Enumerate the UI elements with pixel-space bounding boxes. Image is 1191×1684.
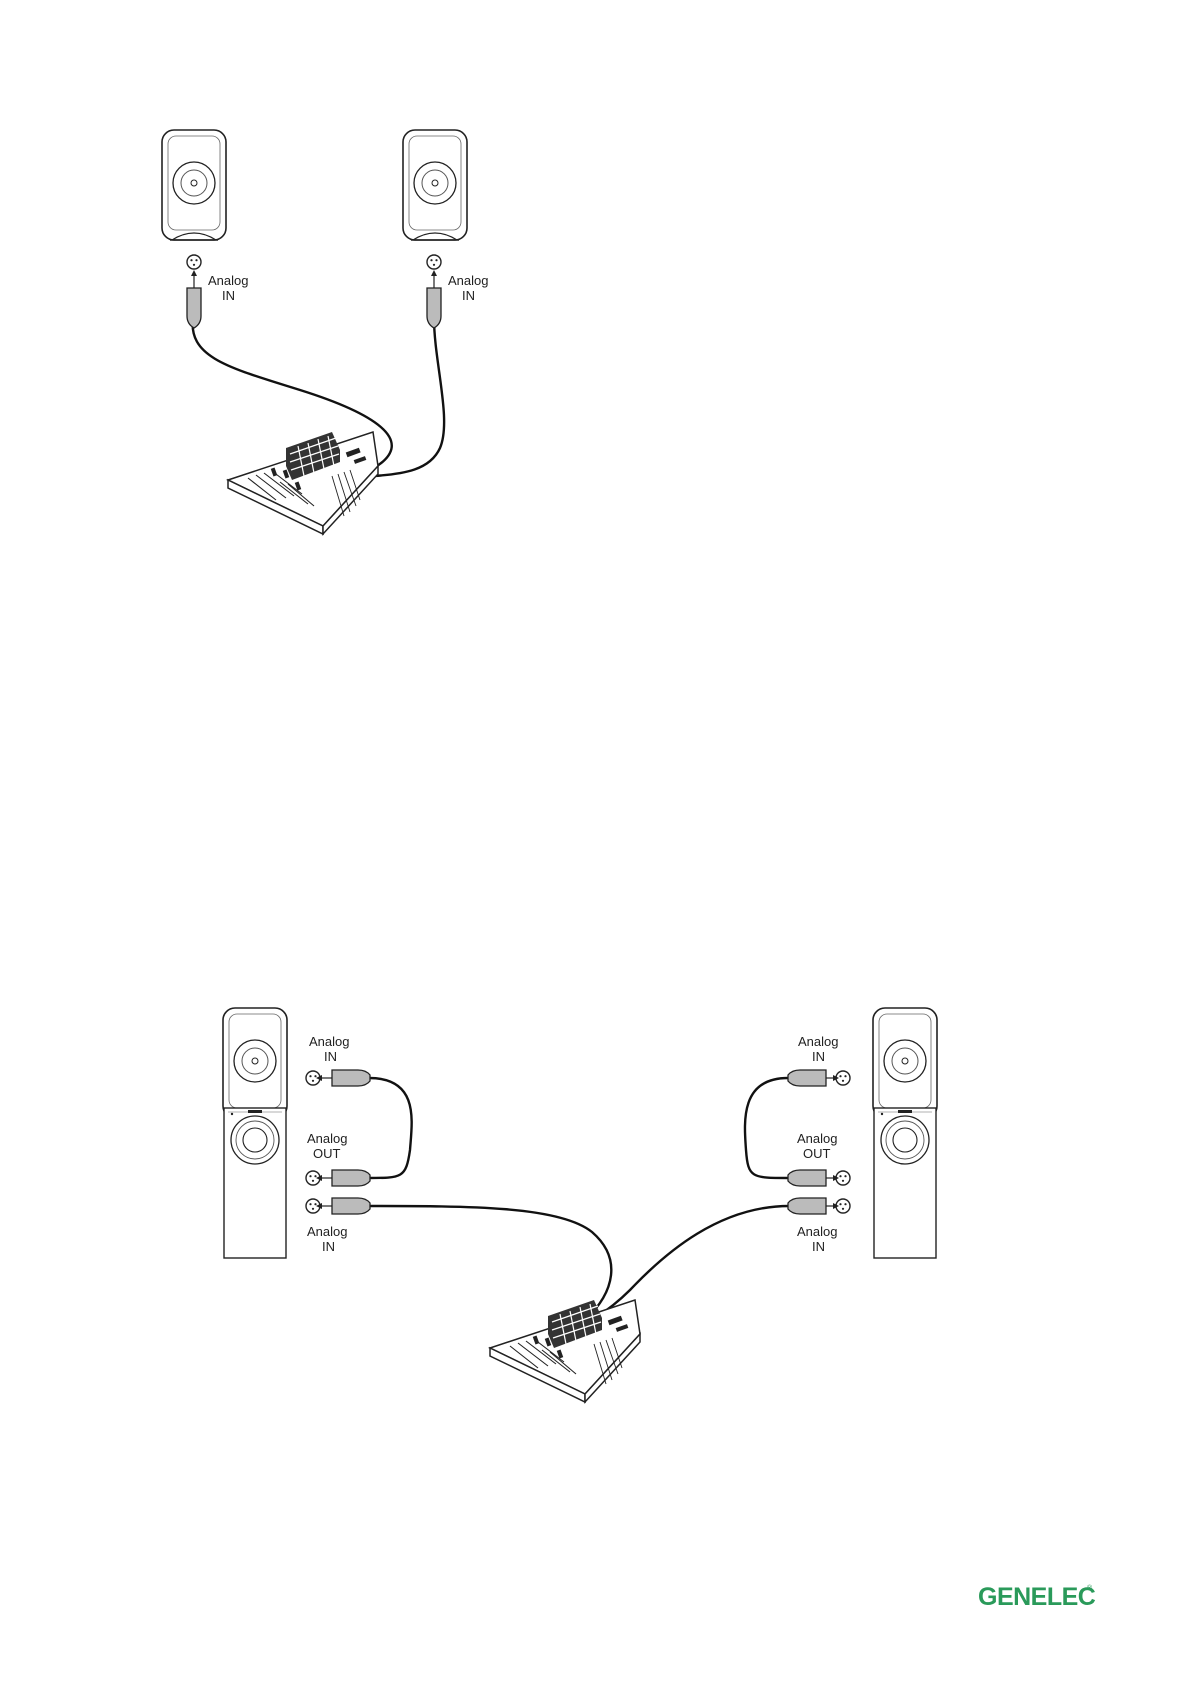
mixing-console: [228, 432, 378, 534]
xlr-socket-icon: [427, 255, 441, 269]
xlr-plug-icon: [427, 288, 441, 328]
cable-right-loop: [745, 1078, 789, 1178]
label-analog: Analog: [797, 1131, 837, 1146]
xlr-plug-icon: [187, 288, 201, 328]
label-analog: Analog: [208, 273, 248, 288]
diagram-stereo-pair: Analog IN Analog IN: [162, 130, 488, 534]
mixing-console: [490, 1300, 640, 1402]
cable-left-loop: [368, 1078, 412, 1178]
diagram-monitors-with-subwoofers: Analog IN Analog OUT Analog IN Analog IN…: [223, 1008, 937, 1402]
subwoofer-left: [224, 1108, 286, 1258]
label-analog: Analog: [448, 273, 488, 288]
subwoofer-right: [874, 1108, 936, 1258]
xlr-plug-icon: [332, 1198, 370, 1214]
label-in: IN: [462, 288, 475, 303]
monitor-left: [223, 1008, 287, 1118]
label-in: IN: [222, 288, 235, 303]
label-analog: Analog: [797, 1224, 837, 1239]
label-analog: Analog: [307, 1131, 347, 1146]
label-in: IN: [324, 1049, 337, 1064]
monitor-left: [162, 130, 226, 240]
brand-name: GENELEC: [978, 1583, 1096, 1611]
label-out: OUT: [803, 1146, 831, 1161]
label-in: IN: [812, 1239, 825, 1254]
label-analog: Analog: [307, 1224, 347, 1239]
xlr-plug-icon: [788, 1070, 826, 1086]
label-in: IN: [322, 1239, 335, 1254]
label-analog: Analog: [798, 1034, 838, 1049]
label-in: IN: [812, 1049, 825, 1064]
label-analog: Analog: [309, 1034, 349, 1049]
xlr-plug-icon: [332, 1070, 370, 1086]
label-out: OUT: [313, 1146, 341, 1161]
xlr-plug-icon: [788, 1198, 826, 1214]
xlr-plug-icon: [332, 1170, 370, 1186]
monitor-right: [873, 1008, 937, 1118]
xlr-plug-icon: [788, 1170, 826, 1186]
xlr-socket-icon: [187, 255, 201, 269]
brand-mark: ®: [1087, 1584, 1093, 1592]
genelec-logo: GENELEC ®: [978, 1583, 1096, 1611]
monitor-right: [403, 130, 467, 240]
cable-right: [374, 318, 444, 476]
cable-left-main: [368, 1206, 611, 1320]
